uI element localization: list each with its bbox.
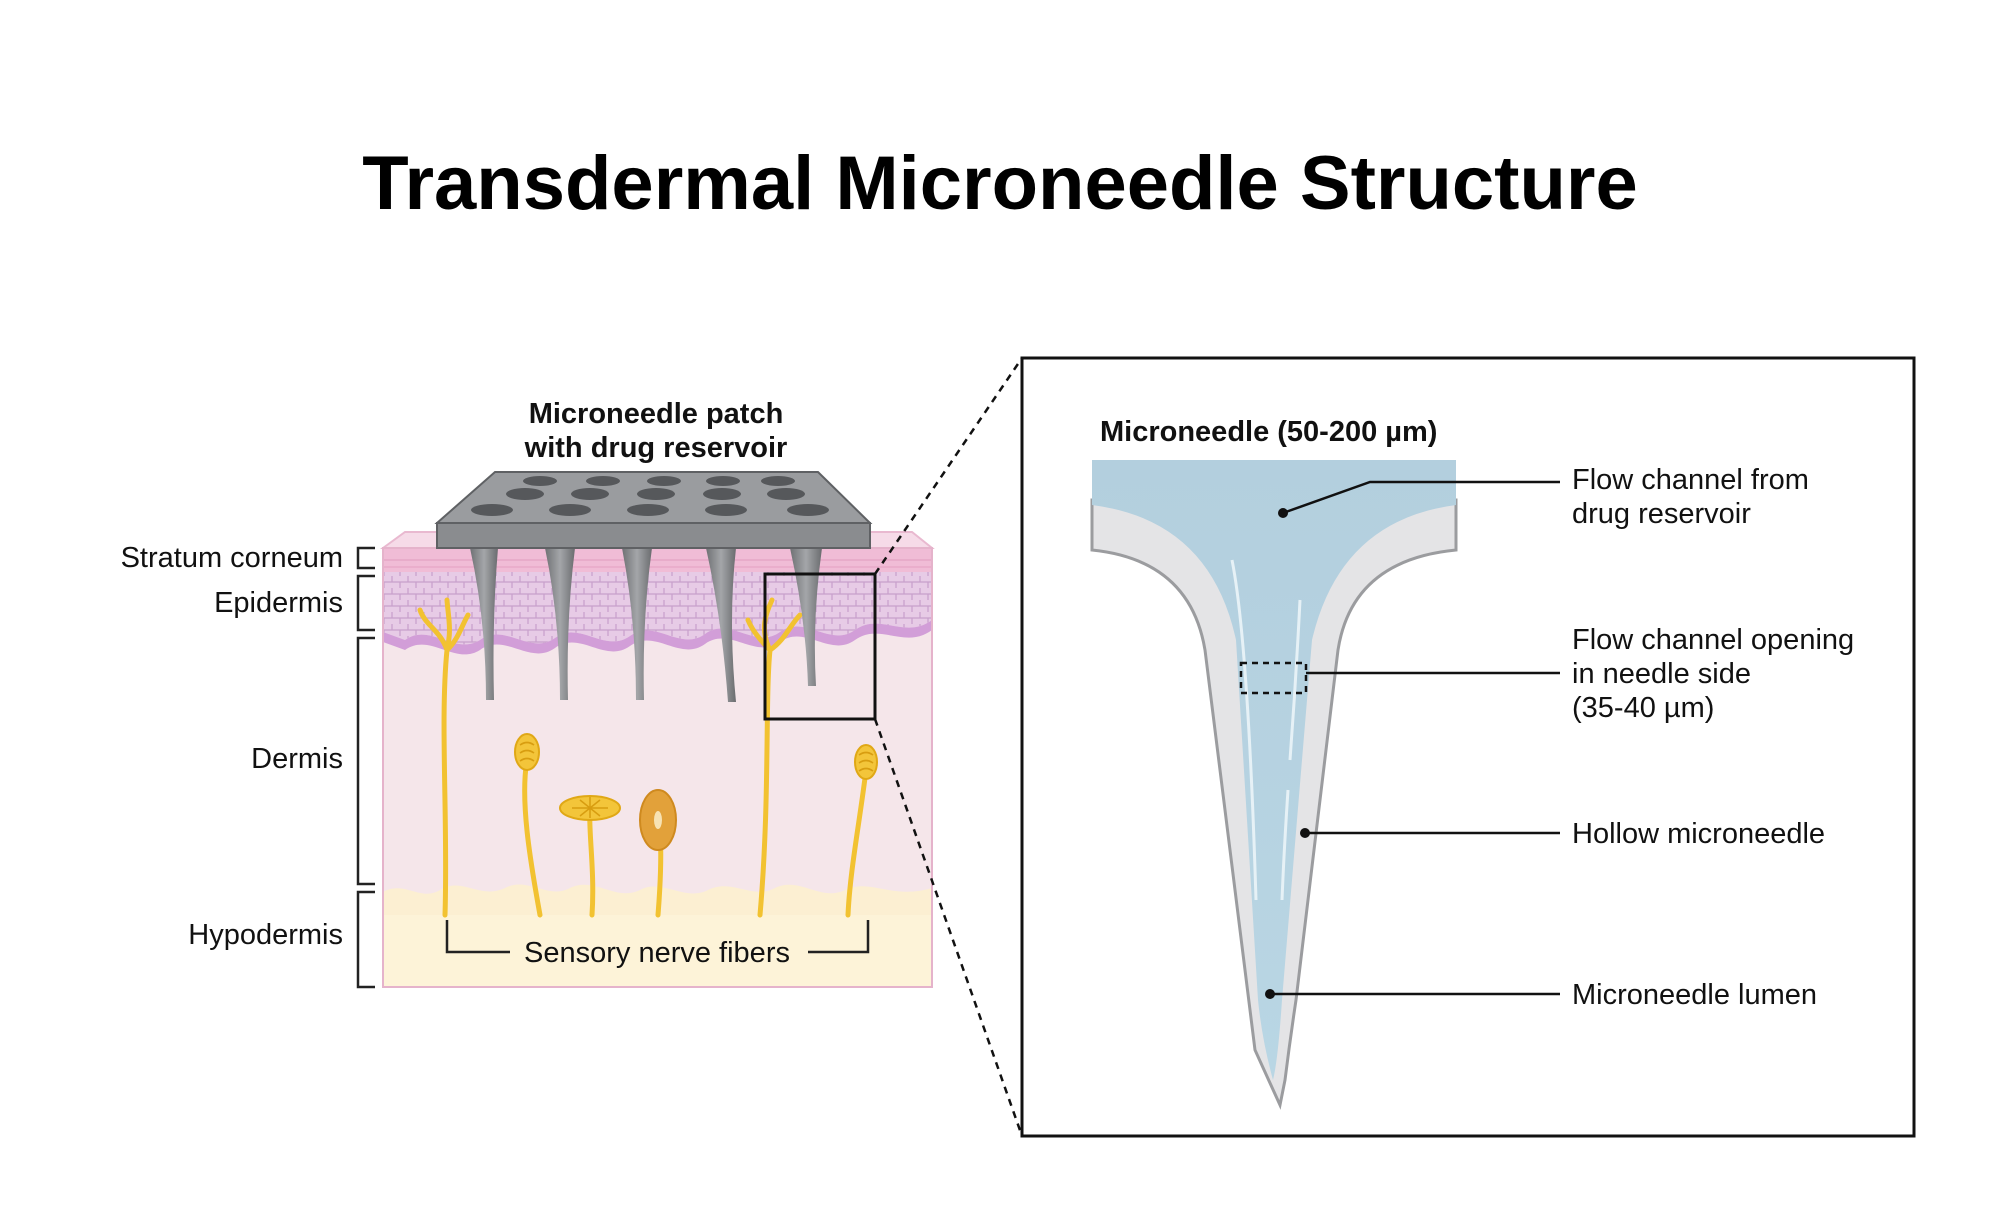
- label-hypodermis: Hypodermis: [188, 919, 343, 951]
- page-title: Transdermal Microneedle Structure: [362, 141, 1638, 226]
- dermis-layer: [383, 612, 932, 902]
- nerve-receptors: [514, 733, 878, 851]
- patch-label-line2: with drug reservoir: [524, 432, 788, 464]
- layer-brackets: [356, 546, 375, 989]
- sensory-nerve-fibers: [417, 597, 869, 918]
- nerve-label: Sensory nerve fibers: [524, 937, 790, 969]
- zoom-box: [763, 572, 877, 721]
- skin-cross-section: [379, 531, 935, 988]
- microneedle-array: [470, 548, 822, 702]
- microneedle-patch: [434, 471, 873, 549]
- microneedle-detail: [1090, 460, 1458, 1110]
- epidermis-layer: [383, 572, 932, 645]
- detail-heading: Microneedle (50-200 µm): [1100, 416, 1437, 448]
- zoom-line-bottom: [873, 718, 1024, 1137]
- callout-opening-line1: Flow channel opening: [1572, 624, 1854, 656]
- patch-label-line1: Microneedle patch: [529, 398, 784, 430]
- label-stratum-corneum: Stratum corneum: [121, 542, 343, 574]
- callout-hollow: Hollow microneedle: [1572, 818, 1825, 850]
- callout-flow-channel-line1: Flow channel from: [1572, 464, 1809, 496]
- callout-opening-line3: (35-40 µm): [1572, 692, 1714, 724]
- callout-dots: [1265, 508, 1310, 999]
- callout-opening-line2: in needle side: [1572, 658, 1751, 690]
- label-epidermis: Epidermis: [214, 587, 343, 619]
- zoom-line-top: [873, 357, 1024, 575]
- callout-leaders: [1270, 480, 1560, 996]
- callout-lumen: Microneedle lumen: [1572, 979, 1817, 1011]
- label-dermis: Dermis: [251, 743, 343, 775]
- callout-flow-channel-line2: drug reservoir: [1572, 498, 1751, 530]
- nerve-label-bracket: [445, 920, 870, 954]
